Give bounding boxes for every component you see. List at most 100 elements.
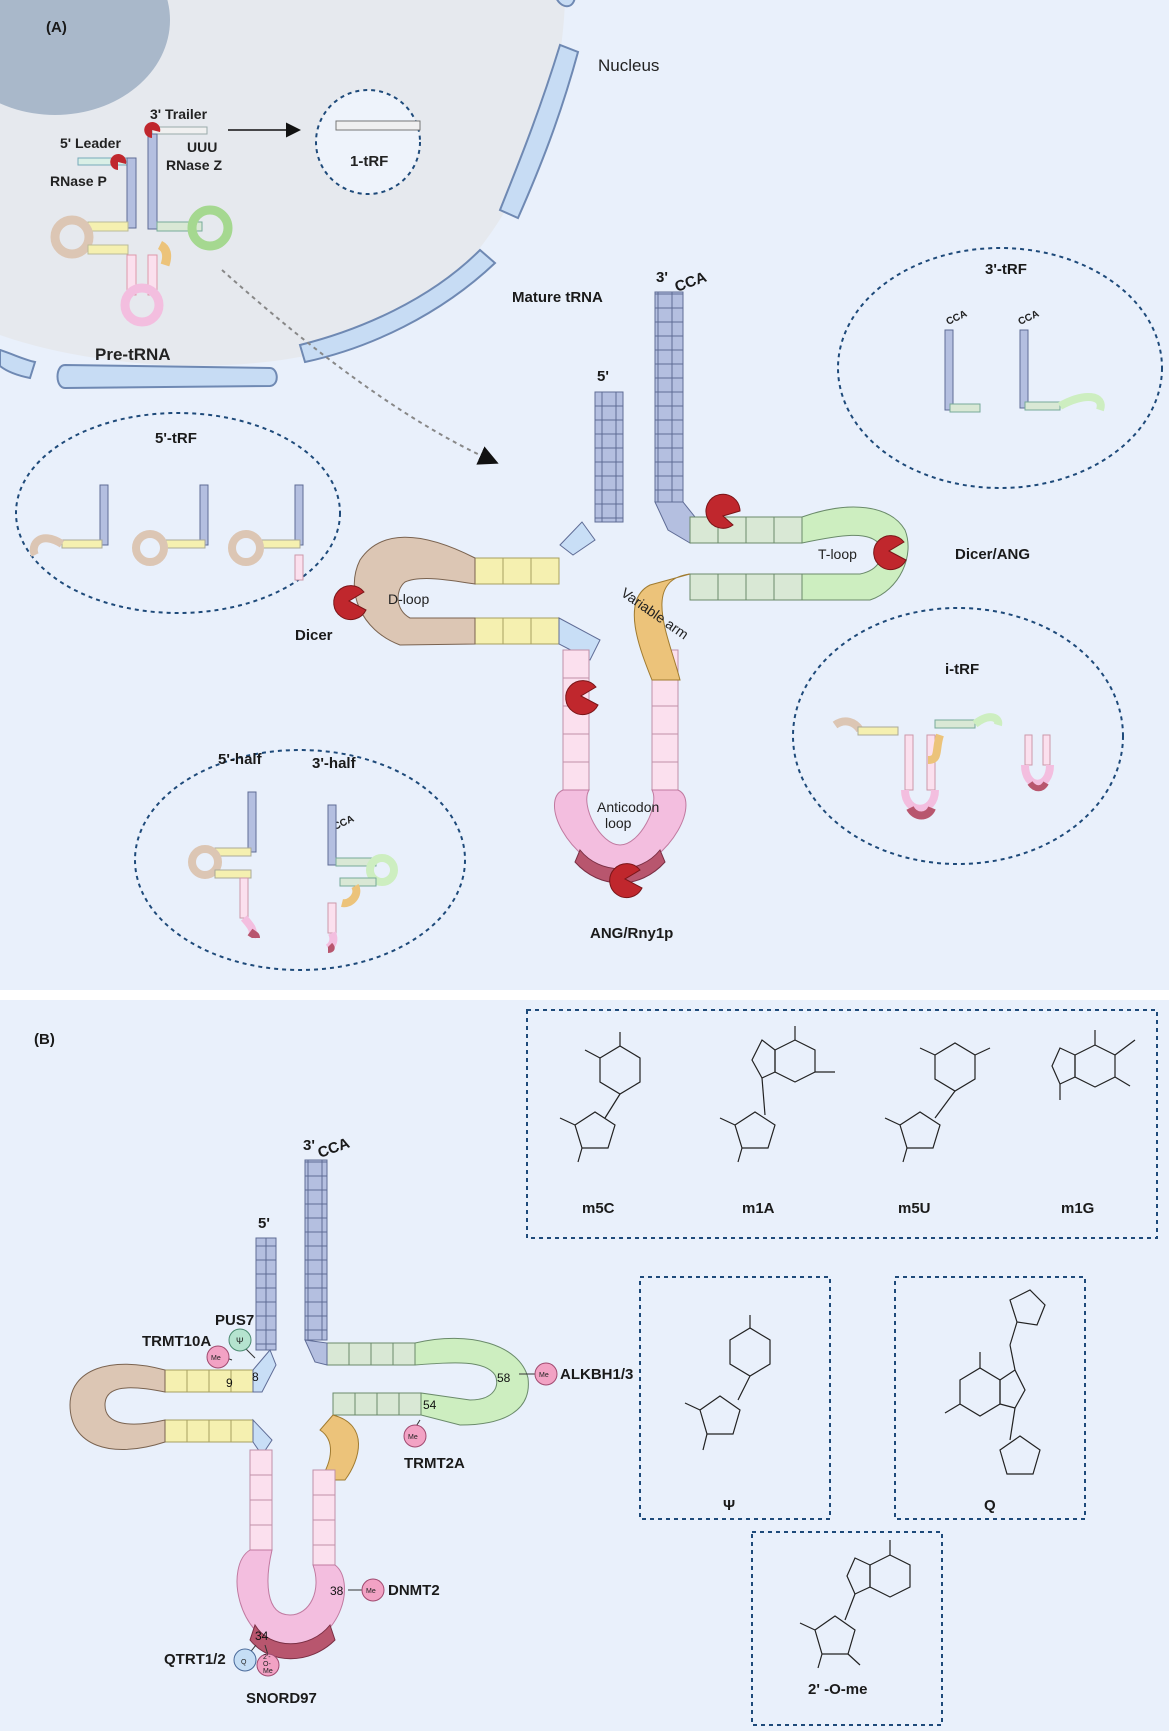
ome-marker-text-1: 2'- <box>263 1654 271 1661</box>
d-stem <box>474 557 560 645</box>
mature-trna: Mature tRNA 3' CCA 5' T-loop D-loop Anti… <box>333 269 909 899</box>
pos-34: 34 <box>255 1629 269 1643</box>
q-marker-34-text: Q <box>241 1659 247 1666</box>
three-trf-label: 3'-tRF <box>985 261 1027 278</box>
variable-arm <box>633 573 691 681</box>
nucleus-region <box>0 0 565 366</box>
me-marker-58-text: Me <box>539 1372 549 1379</box>
ome-marker-34 <box>256 1653 280 1677</box>
anticodon-label-2: loop <box>605 815 632 831</box>
m1g-label: m1G <box>1061 1200 1094 1217</box>
acceptor-3-stem <box>654 291 684 503</box>
panel-b-label: (B) <box>34 1031 55 1048</box>
psi-marker-8-text: Ψ <box>236 1336 244 1346</box>
dnmt2-label: DNMT2 <box>388 1582 440 1599</box>
pre-5-stem <box>126 157 137 229</box>
trailer-label: 3' Trailer <box>150 106 208 122</box>
modification-markers: Me Ψ Me Me Me Q 2'- O- Me <box>206 1328 558 1677</box>
pos-54: 54 <box>423 1398 437 1412</box>
me-marker-9-text: Me <box>211 1355 221 1362</box>
rnase-p-cutter <box>110 154 127 170</box>
ome-label: 2' -O-me <box>808 1681 867 1698</box>
psi-marker-8 <box>228 1328 252 1352</box>
pre-variable-arm <box>157 240 172 267</box>
pos-58: 58 <box>497 1371 511 1385</box>
five-trf-label: 5'-tRF <box>155 430 197 447</box>
t-loop <box>801 506 909 601</box>
m5u-structure <box>884 1042 991 1163</box>
acceptor-corner-b <box>304 1339 328 1366</box>
anticodon-loop-b <box>236 1549 345 1651</box>
three-half-label: 3'-half <box>312 755 357 772</box>
pos-9: 9 <box>226 1376 233 1390</box>
d-loop <box>353 536 476 646</box>
rnase-z-cutter <box>144 122 161 138</box>
trailer-strand <box>151 126 208 135</box>
snord-label: SNORD97 <box>246 1690 317 1707</box>
nucleolus <box>0 0 170 115</box>
chem-drawings <box>559 1026 1136 1669</box>
t-stem <box>689 516 803 601</box>
cutter-anticodon-stem <box>565 680 599 716</box>
five-half-label: 5'-half <box>218 751 263 768</box>
m5c-label: m5C <box>582 1200 615 1217</box>
d-loop-b <box>69 1363 166 1450</box>
me-marker-58 <box>534 1362 558 1386</box>
five-trf-ellipse <box>15 412 341 614</box>
junction-block <box>559 521 596 556</box>
ome-structure <box>799 1540 911 1669</box>
halves-fragments <box>188 791 398 953</box>
anticodon-label-1: Anticodon <box>597 799 659 815</box>
five-prime-label-b: 5' <box>258 1215 270 1232</box>
mature-trna-label: Mature tRNA <box>512 289 603 306</box>
structures-box-top <box>526 1009 1158 1239</box>
t-loop-b <box>414 1337 529 1426</box>
q-marker-34 <box>233 1648 257 1672</box>
cutter-anticodon-loop <box>609 863 643 899</box>
psi-structure <box>684 1315 771 1451</box>
i-trf-fragments <box>832 713 1054 820</box>
m1a-structure <box>719 1026 835 1163</box>
one-trf-label: 1-tRF <box>350 153 388 170</box>
me-marker-38-text: Me <box>366 1588 376 1595</box>
pre-t-stem <box>156 221 203 232</box>
trmt2a-label: TRMT2A <box>404 1455 465 1472</box>
dicer-label: Dicer <box>295 627 333 644</box>
qtrt-label: QTRT1/2 <box>164 1651 226 1668</box>
cutter-acceptor <box>705 493 741 529</box>
acceptor-5-stem <box>594 391 624 523</box>
pre-anticodon-loop <box>120 283 164 327</box>
pos-38: 38 <box>330 1584 344 1598</box>
rnase-z-label: RNase Z <box>166 157 222 173</box>
panel-b-background <box>0 1000 1169 1731</box>
acceptor-5-stem-b <box>255 1237 277 1351</box>
m5u-label: m5U <box>898 1200 931 1217</box>
d-stem-b <box>164 1369 254 1443</box>
panel-b: (B) 3' CCA 5' 58 54 9 8 38 34 <box>0 1000 1169 1731</box>
pre-d-loop <box>50 215 94 259</box>
junction-block-2 <box>558 617 601 661</box>
m1g-structure <box>1051 1030 1136 1100</box>
ome-marker-text-3: Me <box>263 1668 273 1675</box>
anticodon-stem-b <box>249 1449 336 1566</box>
d-loop-label: D-loop <box>388 591 429 607</box>
i-trf-ellipse <box>792 607 1124 865</box>
me-marker-9 <box>206 1345 230 1369</box>
panel-a-label: (A) <box>46 19 67 36</box>
me-marker-54-text: Me <box>408 1434 418 1441</box>
junction-b <box>252 1349 277 1393</box>
alkbh-label: ALKBH1/3 <box>560 1366 633 1383</box>
three-prime-label-a: 3' <box>656 269 668 286</box>
panel-a: (A) Nucleus 3' Trailer UUU 5' Leader RNa… <box>0 0 1169 990</box>
pre-trna <box>50 122 233 327</box>
leader-label: 5' Leader <box>60 135 121 151</box>
t-loop-label: T-loop <box>818 546 857 562</box>
ome-marker-text-2: O- <box>263 1661 271 1668</box>
psi-label: Ψ <box>723 1497 735 1514</box>
me-marker-54 <box>403 1424 427 1448</box>
q-structure <box>944 1289 1046 1475</box>
pre-d-stem-bottom <box>87 244 129 255</box>
nucleus-label: Nucleus <box>598 56 659 75</box>
trna-b: 3' CCA 5' 58 54 9 8 38 34 <box>69 1135 529 1660</box>
